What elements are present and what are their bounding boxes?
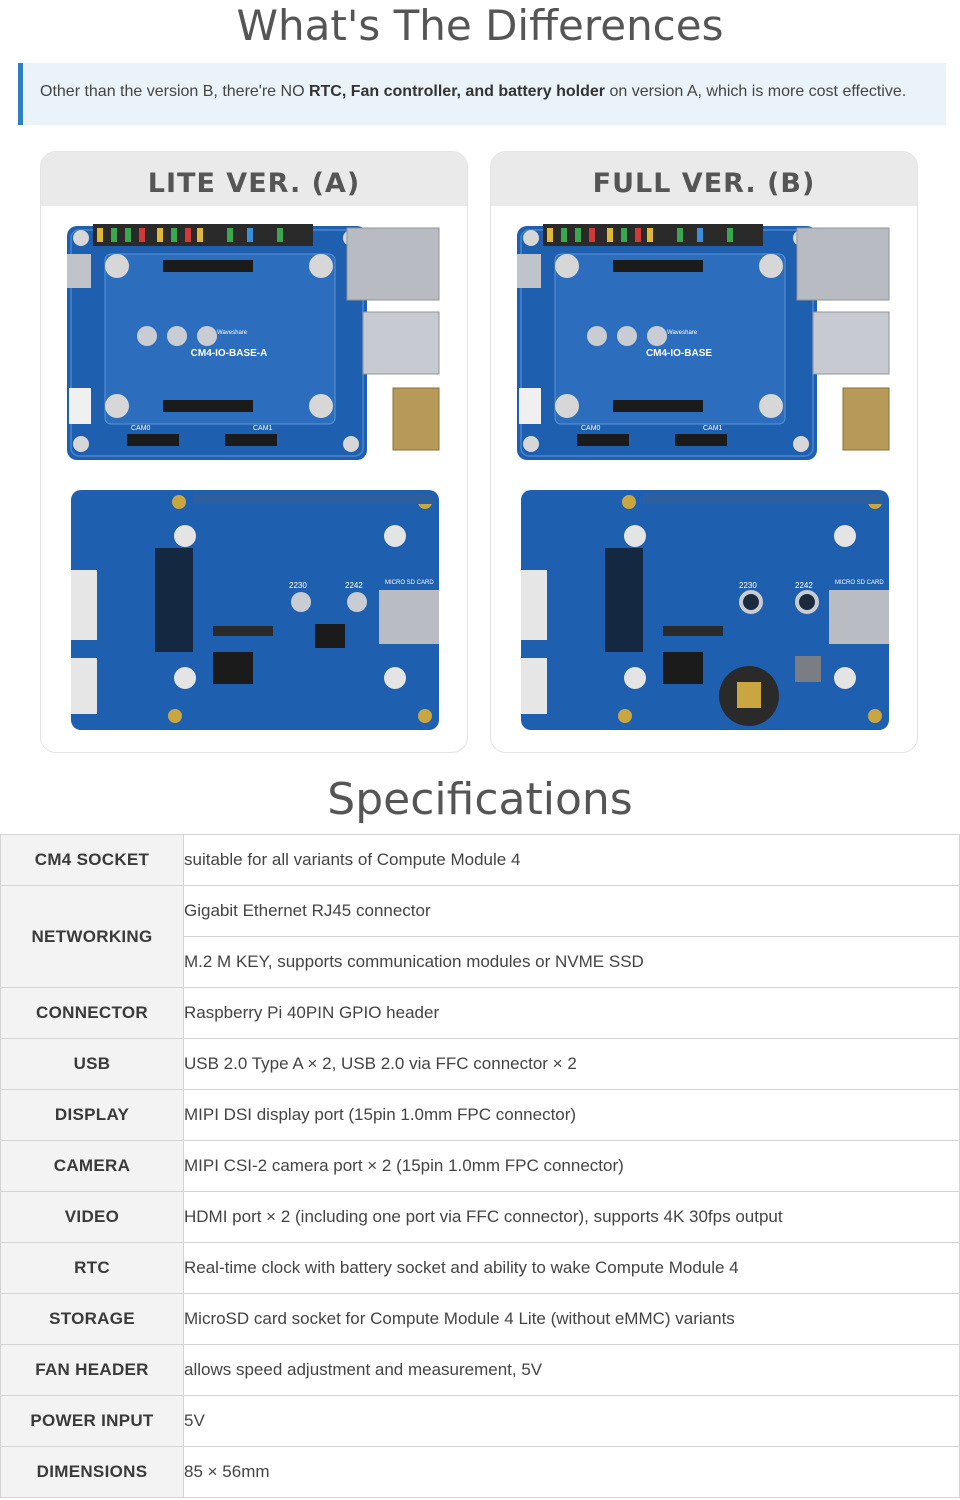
full-version-card: FULL VER. (B) CM4-IO-BASE Waveshare USB … xyxy=(490,151,918,753)
spec-key: NETWORKING xyxy=(0,885,184,988)
lite-board-brand: Waveshare xyxy=(217,330,248,336)
spec-value: MIPI CSI-2 camera port × 2 (15pin 1.0mm … xyxy=(183,1140,960,1192)
note-post: on version A, which is more cost effecti… xyxy=(605,83,907,100)
lite-board-top-image: CM4-IO-BASE-A Waveshare USB 1/2 HDMI0 CA… xyxy=(67,224,440,460)
spec-value: Real-time clock with battery socket and … xyxy=(183,1242,960,1294)
lite-version-title: LITE VER. (A) xyxy=(41,152,467,206)
lite-board-sd: MICRO SD CARD xyxy=(385,580,434,586)
spec-value: Raspberry Pi 40PIN GPIO header xyxy=(183,987,960,1039)
spec-key: FAN HEADER xyxy=(0,1344,184,1396)
spec-key: STORAGE xyxy=(0,1293,184,1345)
differences-title: What's The Differences xyxy=(236,1,724,50)
spec-key: DIMENSIONS xyxy=(0,1446,184,1498)
note-pre: Other than the version B, there're NO xyxy=(40,83,309,100)
spec-value: 5V xyxy=(183,1395,960,1447)
lite-board-label: CM4-IO-BASE-A xyxy=(191,348,268,359)
note-bold: RTC, Fan controller, and battery holder xyxy=(308,83,606,100)
lite-board-2230: 2230 xyxy=(289,581,307,590)
spec-value: Gigabit Ethernet RJ45 connector xyxy=(183,885,960,937)
spec-key: RTC xyxy=(0,1242,184,1294)
lite-board-bottom-image: 2230 2242 MICRO SD CARD xyxy=(71,490,439,730)
table-row: M.2 M KEY, supports communication module… xyxy=(1,936,960,988)
spec-value: M.2 M KEY, supports communication module… xyxy=(183,936,960,988)
spec-key: CM4 SOCKET xyxy=(0,834,184,886)
spec-key: CAMERA xyxy=(0,1140,184,1192)
spec-key: VIDEO xyxy=(0,1191,184,1243)
spec-value: MicroSD card socket for Compute Module 4… xyxy=(183,1293,960,1345)
spec-value: MIPI DSI display port (15pin 1.0mm FPC c… xyxy=(183,1089,960,1141)
version-note: Other than the version B, there're NO RT… xyxy=(18,63,946,125)
full-board-hdmi0: HDMI0 xyxy=(839,379,861,386)
specifications-title: Specifications xyxy=(327,774,633,825)
spec-value: HDMI port × 2 (including one port via FF… xyxy=(183,1191,960,1243)
lite-board-cam0: CAM0 xyxy=(131,425,151,432)
full-board-usb12: USB 1/2 xyxy=(839,303,865,310)
spec-value: allows speed adjustment and measurement,… xyxy=(183,1344,960,1396)
full-board-sd: MICRO SD CARD xyxy=(835,580,884,586)
full-board-bottom-image: 2230 2242 MICRO SD CARD xyxy=(521,490,889,730)
lite-version-card: LITE VER. (A) CM4-IO-BASE-A Waveshare US… xyxy=(40,151,468,753)
full-board-label: CM4-IO-BASE xyxy=(646,348,712,359)
spec-key: CONNECTOR xyxy=(0,987,184,1039)
spec-value: USB 2.0 Type A × 2, USB 2.0 via FFC conn… xyxy=(183,1038,960,1090)
spec-key: USB xyxy=(0,1038,184,1090)
spec-value: 85 × 56mm xyxy=(183,1446,960,1498)
spec-value: suitable for all variants of Compute Mod… xyxy=(183,834,960,886)
full-board-2242: 2242 xyxy=(795,581,813,590)
spec-key: POWER INPUT xyxy=(0,1395,184,1447)
full-board-top-image: CM4-IO-BASE Waveshare USB 1/2 HDMI0 CAM0… xyxy=(517,224,890,460)
lite-board-2242: 2242 xyxy=(345,581,363,590)
full-version-title: FULL VER. (B) xyxy=(491,152,917,206)
full-board-2230: 2230 xyxy=(739,581,757,590)
full-board-cam0: CAM0 xyxy=(581,425,601,432)
version-note-text: Other than the version B, there're NO RT… xyxy=(40,83,906,101)
spec-key: DISPLAY xyxy=(0,1089,184,1141)
lite-board-usb12: USB 1/2 xyxy=(389,303,415,310)
lite-board-hdmi0: HDMI0 xyxy=(389,379,411,386)
full-board-brand: Waveshare xyxy=(667,330,698,336)
lite-board-cam1: CAM1 xyxy=(253,425,273,432)
full-board-cam1: CAM1 xyxy=(703,425,723,432)
